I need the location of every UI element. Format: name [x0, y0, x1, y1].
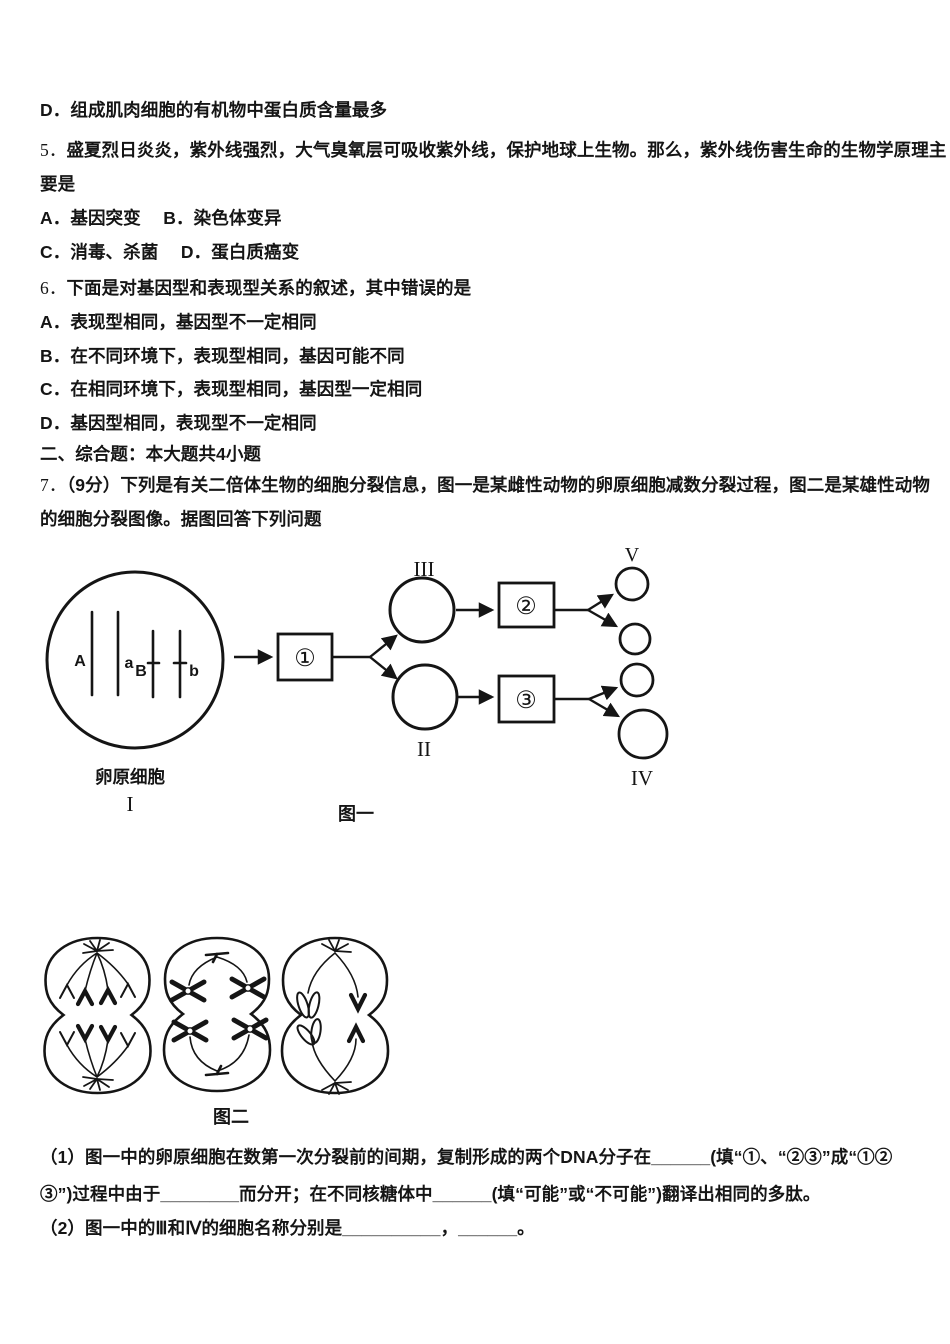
figure2-caption: 图二 — [213, 1107, 249, 1127]
step3-branch — [554, 685, 621, 718]
filled-chromosomes — [346, 992, 368, 1044]
question7-sub1-line1: （1）图一中的卵原细胞在数第一次分裂前的间期，复制形成的两个DNA分子在____… — [40, 1147, 893, 1167]
polar-body-cell-2 — [619, 662, 655, 698]
figure2-diagram: 图二 — [43, 936, 390, 1127]
figure1-caption: 图一 — [338, 804, 374, 824]
step2-branch — [554, 593, 619, 628]
step1-branch — [332, 634, 398, 680]
question6-stem: 6．下面是对基因型和表现型关系的叙述，其中错误的是 — [40, 278, 471, 299]
question5-stem-text: 盛夏烈日炎炎，紫外线强烈，大气臭氧层可吸收紫外线，保护地球上生物。那么，紫外线伤… — [66, 140, 947, 160]
question5-options-cd: C．消毒、杀菌 D．蛋白质癌变 — [40, 242, 300, 262]
cell-III — [388, 576, 456, 644]
question6-option-d: D．基因型相同，表现型不一定相同 — [40, 413, 317, 433]
section-2-header: 二、综合题：本大题共4小题 — [40, 444, 262, 464]
oogonium-label: 卵原细胞 — [95, 767, 165, 787]
question5-options-ab: A．基因突变 B．染色体变异 — [40, 208, 282, 228]
step2-box — [497, 581, 556, 629]
question7-stem-line1: 7．（9分）下列是有关二倍体生物的细胞分裂信息，图一是某雌性动物的卵原细胞减数分… — [40, 475, 930, 496]
step1-label: ① — [294, 645, 316, 672]
roman-II-label: II — [417, 737, 431, 761]
cell-II — [391, 663, 459, 731]
aster-top — [321, 939, 352, 953]
chromosome-b-label: b — [189, 663, 199, 680]
spindle-fibres — [307, 952, 359, 1082]
figure2-cell-2 — [162, 936, 272, 1093]
spindle-fibres — [66, 952, 129, 1078]
cell-IV — [617, 708, 669, 760]
question5-number: 5． — [40, 140, 67, 160]
question6-number: 6． — [40, 278, 67, 298]
question5-stem-line1: 5．盛夏烈日炎炎，紫外线强烈，大气臭氧层可吸收紫外线，保护地球上生物。那么，紫外… — [40, 140, 946, 161]
hollow-chromosomes — [296, 991, 322, 1046]
spindle-fibres — [188, 956, 250, 1072]
chromosome-a-label: a — [125, 655, 134, 672]
aster-bottom — [82, 1076, 114, 1091]
roman-V-label: V — [625, 545, 640, 566]
chromosomes-moving-to-poles — [59, 981, 136, 1049]
question7-stem-text: （9分）下列是有关二倍体生物的细胞分裂信息，图一是某雌性动物的卵原细胞减数分裂过… — [66, 475, 930, 495]
roman-I-label: I — [127, 792, 134, 816]
chromosomes — [90, 610, 188, 699]
question7-sub2: （2）图一中的Ⅲ和Ⅳ的细胞名称分别是__________，______。 — [40, 1218, 535, 1238]
step3-label: ③ — [515, 687, 537, 714]
question6-stem-text: 下面是对基因型和表现型关系的叙述，其中错误的是 — [66, 278, 472, 298]
tetrad-centromeres — [184, 984, 254, 1035]
figure2-cell-3 — [280, 936, 390, 1095]
chromosome-B-label: B — [135, 663, 147, 680]
question4-option-d: D．组成肌肉细胞的有机物中蛋白质含量最多 — [40, 100, 388, 120]
chromosome-A-label: A — [74, 653, 86, 670]
roman-III-label: III — [414, 557, 435, 581]
cell-V — [614, 566, 650, 602]
figure2-cell-1 — [43, 936, 152, 1095]
question5-stem-line2: 要是 — [40, 174, 76, 194]
question6-option-c: C．在相同环境下，表现型相同，基因型一定相同 — [40, 379, 423, 399]
question7-number: 7． — [40, 475, 67, 495]
question6-option-a: A．表现型相同，基因型不一定相同 — [40, 312, 317, 332]
roman-IV-label: IV — [631, 766, 653, 790]
aster-top — [82, 939, 114, 954]
oogonium-cell — [45, 570, 225, 750]
oogonium-cell-membrane — [45, 570, 225, 750]
aster-bottom — [321, 1081, 352, 1095]
question7-stem-line2: 的细胞分裂图像。据图回答下列问题 — [40, 509, 322, 529]
question6-option-b: B．在不同环境下，表现型相同，基因可能不同 — [40, 346, 405, 366]
question7-sub1-line2: ③”)过程中由于________而分开；在不同核糖体中______(填“可能”或… — [40, 1184, 821, 1204]
polar-body-cell-1 — [618, 622, 652, 656]
figure1-diagram: A a B b 卵原细胞 I ① III II ② V — [45, 545, 669, 824]
step2-label: ② — [515, 593, 537, 620]
